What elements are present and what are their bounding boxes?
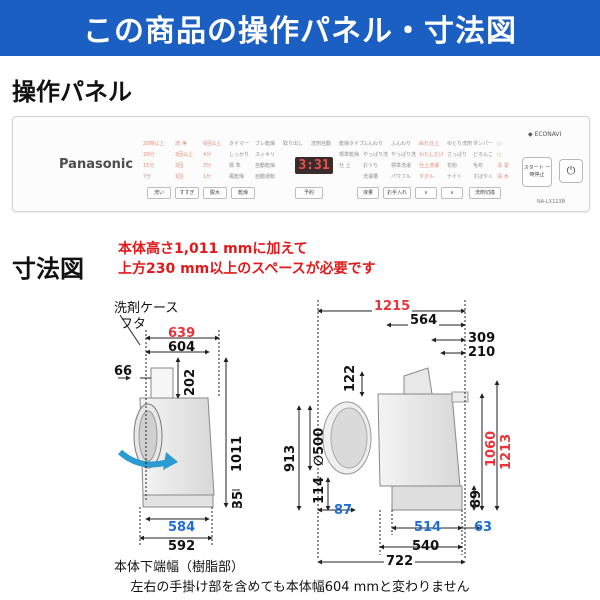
- power-icon[interactable]: ⏻: [559, 159, 583, 183]
- dim-1011: 1011: [230, 435, 245, 472]
- panel-text-col7: 洗剤自動: [311, 141, 332, 147]
- dim-540: 540: [412, 539, 440, 554]
- panel-text-col5: ブレ乾燥スッキリ自動乾燥自動運転: [255, 141, 276, 180]
- panel-text-col14: ○○清 潔清 水: [497, 141, 509, 180]
- dim-584: 584: [168, 520, 196, 535]
- dry-button[interactable]: 乾燥: [231, 187, 255, 199]
- dim-63: 63: [474, 520, 493, 535]
- up-button[interactable]: ∧: [441, 187, 463, 199]
- panel-text-col12: ゆとり洗剤さっぱり花粉ナイト: [447, 141, 473, 180]
- panel-text-col6: 取り出し: [283, 141, 304, 147]
- dim-87: 87: [334, 503, 353, 518]
- dim-1215: 1215: [372, 299, 413, 314]
- dim-122: 122: [343, 364, 358, 392]
- dim-114: 114: [312, 476, 327, 504]
- dim-202: 202: [183, 368, 198, 396]
- lcd-display: 3:31: [295, 157, 333, 174]
- header-banner: この商品の操作パネル・寸法図: [0, 0, 600, 56]
- dim-592: 592: [168, 539, 196, 554]
- lid-label: フタ: [120, 317, 147, 332]
- dim-604: 604: [168, 340, 196, 355]
- dim-564: 564: [408, 313, 440, 328]
- base-width-label: 本体下端幅（樹脂部）: [114, 560, 245, 575]
- panel-text-col4: タイマーしっかり標 準風乾燥: [229, 141, 250, 180]
- dim-514: 514: [414, 520, 442, 535]
- header-title: この商品の操作パネル・寸法図: [83, 14, 517, 49]
- dim-89: 89: [469, 489, 484, 508]
- dim-913: 913: [283, 444, 298, 472]
- spin-button[interactable]: 脱水: [203, 187, 227, 199]
- down-button[interactable]: ∨: [415, 187, 437, 199]
- dim-210: 210: [468, 345, 496, 360]
- brand-logo: Panasonic: [59, 157, 134, 172]
- panel-text-col9: ふんわりやっぱり洗おうち洗濯槽: [363, 141, 389, 180]
- detergent-switch-button[interactable]: 洗剤切換: [469, 187, 501, 199]
- panel-text-col10: ふんわりやっぱり洗標準洗濯パワフル: [391, 141, 417, 180]
- footer-note: 左右の手掛け部を含めても本体幅604 mmと変わりません: [130, 580, 470, 595]
- dim-309: 309: [468, 331, 496, 346]
- side-view: [322, 367, 469, 511]
- detergent-case-label: 洗剤ケース: [114, 301, 179, 316]
- dim-1213: 1213: [499, 433, 514, 470]
- reserve-button[interactable]: 予約: [295, 187, 323, 199]
- dimensions-section-title: 寸法図: [12, 255, 84, 283]
- dim-35: 35: [231, 490, 246, 509]
- care-button[interactable]: お手入れ: [383, 187, 411, 199]
- dim-66: 66: [114, 364, 133, 379]
- wash-button[interactable]: 洗い: [147, 187, 171, 199]
- econavi-label: ◆ ECONAVI: [528, 131, 562, 138]
- panel-text-col13: ダンパーどろんこ毛布すばやく: [473, 141, 494, 180]
- start-pause-button[interactable]: スタート 一時停止: [522, 157, 552, 187]
- dim-722: 722: [384, 554, 416, 569]
- panel-text-col8: 乾燥タイプ標準乾燥仕 上: [339, 141, 365, 169]
- rinse-button[interactable]: すすぎ: [175, 187, 199, 199]
- door-swing-arrow: [117, 449, 169, 468]
- panel-section-title: 操作パネル: [12, 78, 132, 106]
- dim-639: 639: [168, 326, 196, 341]
- space-note-line1: 本体高さ1,011 mmに加えて: [118, 241, 308, 257]
- model-number: NA-LX113B: [537, 199, 566, 205]
- liquid-button[interactable]: 液量: [357, 187, 379, 199]
- dim-500: ∅500: [312, 427, 327, 466]
- space-note-line2: 上方230 mm以上のスペースが必要です: [118, 261, 376, 277]
- panel-text-col11: ぬれ仕上わたしだけ仕上洗濯タオル: [419, 141, 445, 180]
- front-view: [133, 367, 215, 508]
- dim-1060: 1060: [484, 430, 499, 467]
